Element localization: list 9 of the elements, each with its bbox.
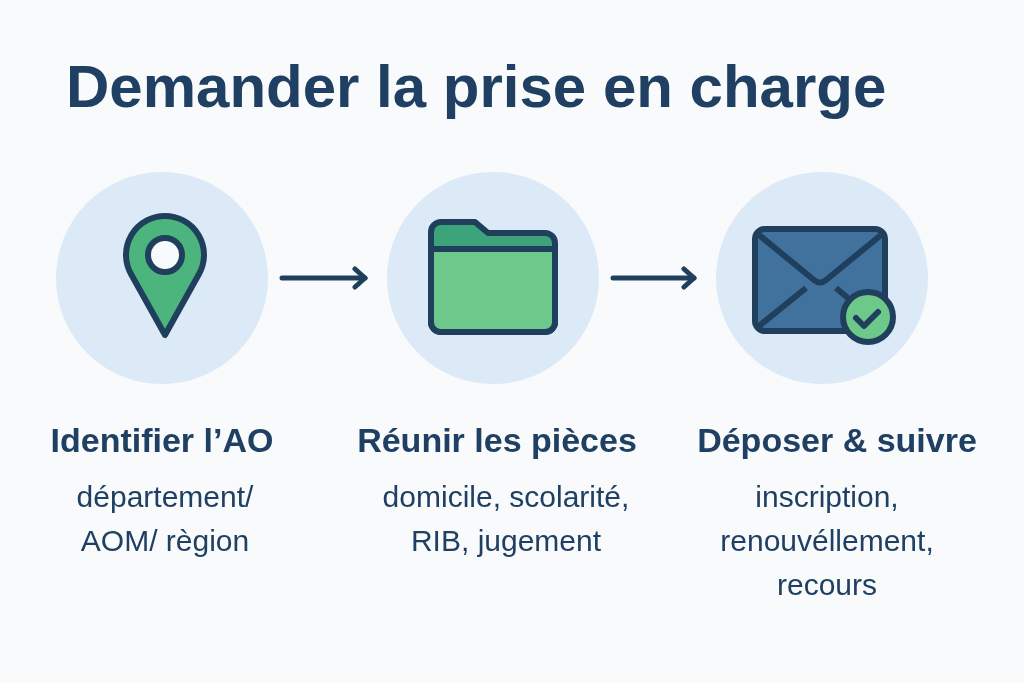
step-heading: Identifier l’AO xyxy=(50,420,274,460)
step-description: inscription, renouvéllement, recours xyxy=(719,479,935,603)
step-description: département/ AOM/ règion xyxy=(75,479,255,559)
arrow xyxy=(610,266,697,290)
step-heading: Déposer & suivre xyxy=(697,420,977,460)
step-heading: Réunir les pièces xyxy=(357,420,637,460)
title: Demander la prise en charge xyxy=(66,52,887,122)
step-description: domicile, scolarité, RIB, jugement xyxy=(381,479,631,559)
arrow xyxy=(279,266,368,290)
